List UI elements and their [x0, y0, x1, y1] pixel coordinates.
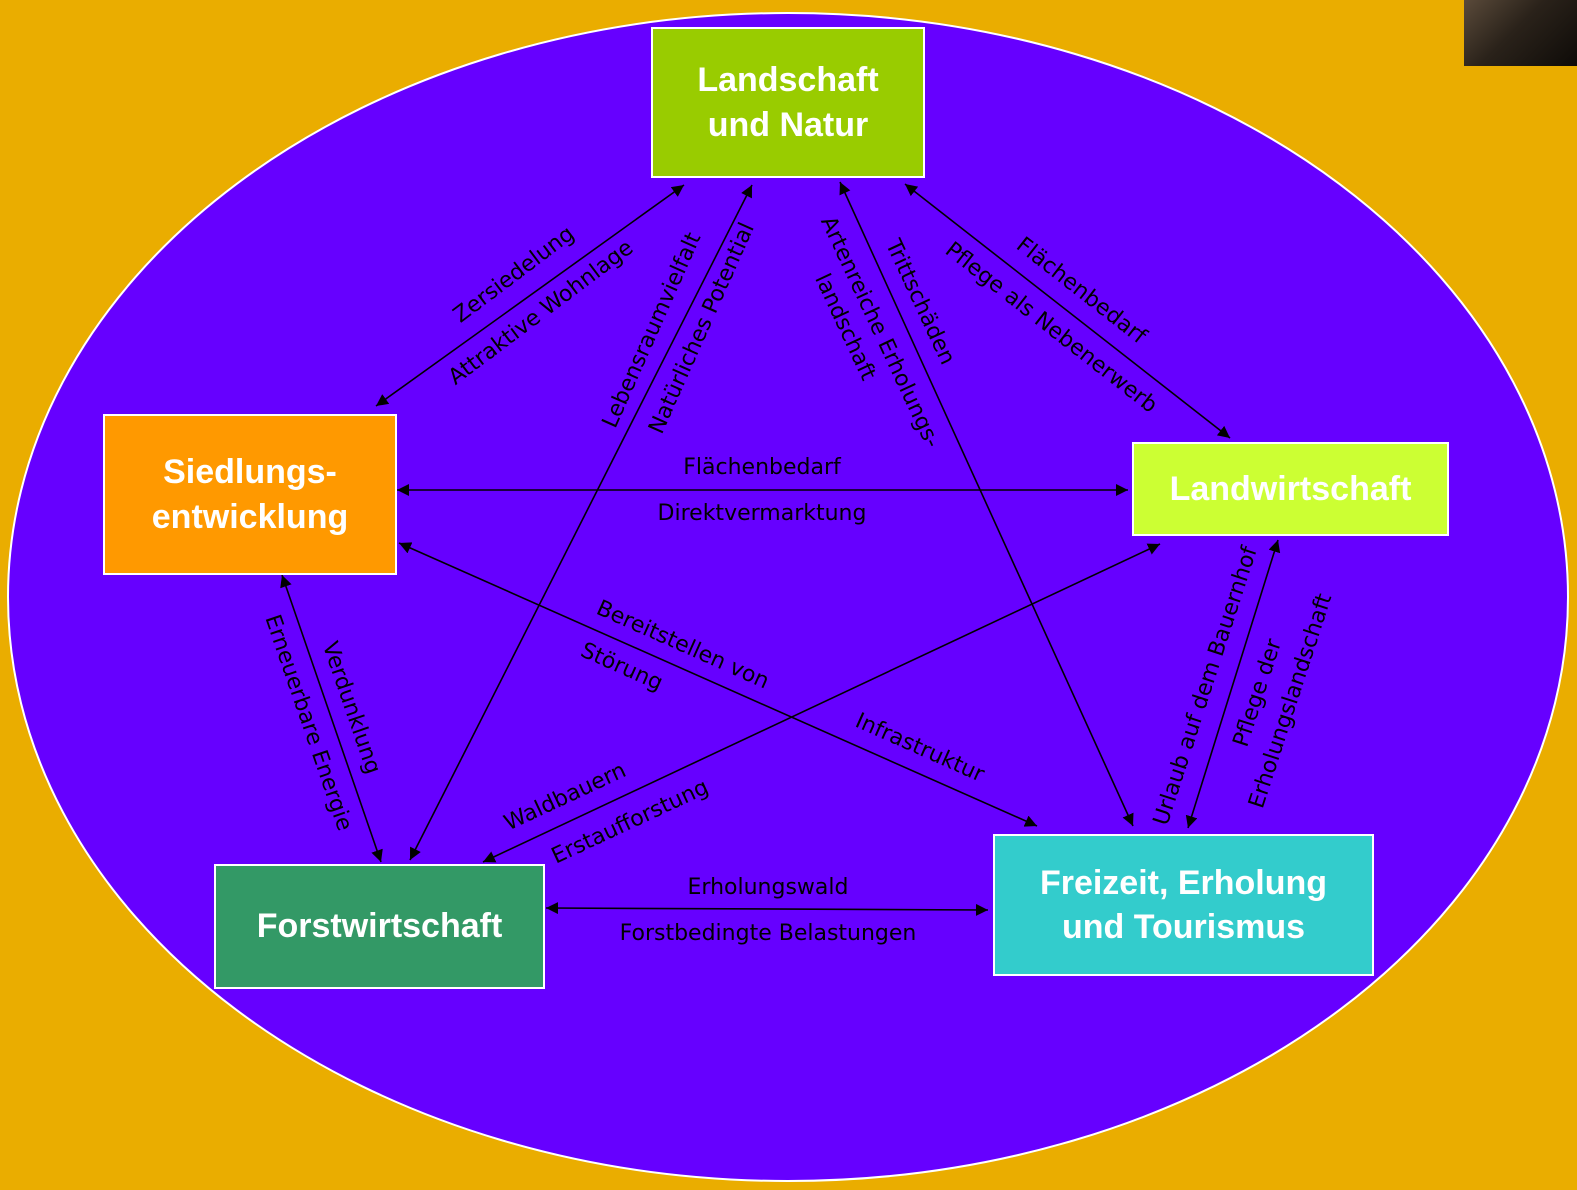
edge-landschaft-landwirtschaft [904, 183, 1231, 439]
node-landschaft-und-natur: Landschaft und Natur [651, 27, 925, 178]
edge-siedlung-forst [280, 574, 383, 863]
edge-landwirtschaft-freizeit [1185, 539, 1281, 829]
label-forstbedingte-belastungen: Forstbedingte Belastungen [620, 921, 917, 946]
label-flaechenbedarf-mid: Flächenbedarf [683, 455, 842, 480]
label-erholungswald: Erholungswald [688, 875, 849, 900]
background-ellipse [7, 12, 1569, 1182]
node-freizeit-erholung-tourismus: Freizeit, Erholung und Tourismus [993, 834, 1374, 976]
node-forstwirtschaft: Forstwirtschaft [214, 864, 545, 989]
node-siedlungsentwicklung: Siedlungs- entwicklung [103, 414, 397, 575]
edge-landwirtschaft-forst [482, 543, 1161, 863]
label-direktvermarktung: Direktvermarktung [658, 501, 867, 526]
corner-photo [1464, 0, 1577, 66]
node-landwirtschaft: Landwirtschaft [1132, 442, 1449, 536]
edge-forst-freizeit [545, 902, 989, 916]
